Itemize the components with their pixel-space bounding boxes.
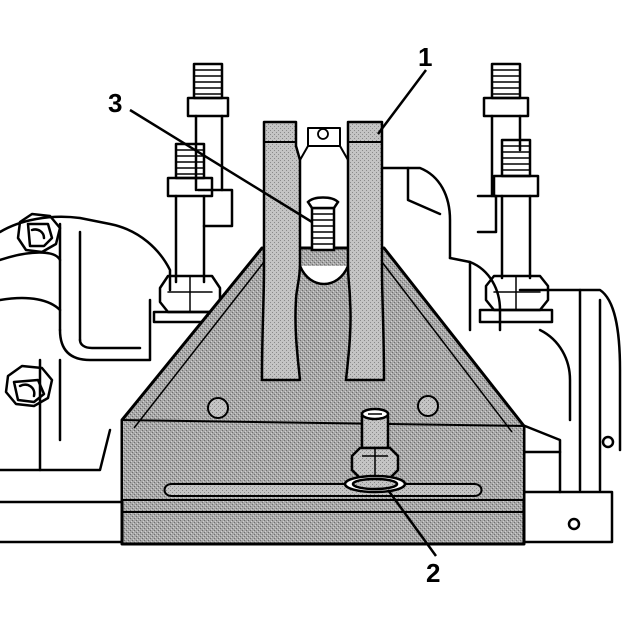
callout-3: 3 xyxy=(108,88,122,118)
tool-left-arm xyxy=(260,120,302,382)
tool-hole-left xyxy=(207,397,229,419)
left-lower-nut xyxy=(4,364,54,408)
callout-labels: 1 2 3 xyxy=(108,42,440,588)
tool-right-arm xyxy=(344,120,386,382)
tool-adjustment-slot xyxy=(163,483,483,497)
tool-hole-right xyxy=(417,395,439,417)
center-stud xyxy=(306,196,340,252)
stud-right-front xyxy=(478,138,554,324)
adjustment-bolt xyxy=(343,407,407,494)
stud-left-front xyxy=(152,142,228,324)
tool-plate xyxy=(120,120,526,546)
left-upper-nut xyxy=(16,212,62,254)
leader-line-2 xyxy=(386,489,438,557)
leader-line-3 xyxy=(129,108,313,224)
callout-1: 1 xyxy=(418,42,432,72)
leader-line-1 xyxy=(377,69,427,135)
leader-lines xyxy=(129,69,438,557)
stud-left-rear xyxy=(186,62,234,228)
callout-2: 2 xyxy=(426,558,440,588)
stud-right-rear xyxy=(476,62,530,234)
